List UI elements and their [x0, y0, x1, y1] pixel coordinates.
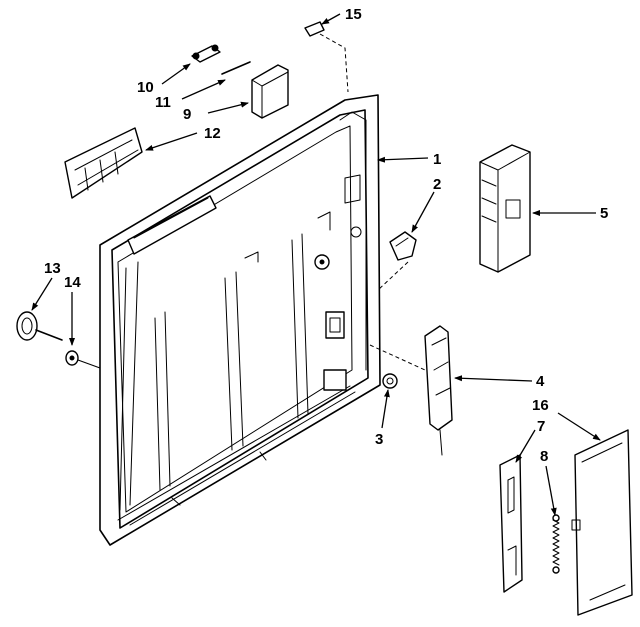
part-labels: 1 2 3 4 5 7 8 9 10 11 12 13 14 15 16	[44, 6, 608, 465]
label-part-12: 12	[204, 125, 221, 142]
label-part-10: 10	[137, 79, 154, 96]
label-part-13: 13	[44, 260, 61, 277]
label-part-16: 16	[532, 397, 549, 414]
part-15-screw	[304, 21, 349, 93]
label-part-4: 4	[536, 373, 545, 390]
label-part-14: 14	[64, 274, 81, 291]
parts-10-11-hardware	[191, 44, 251, 75]
part-16-cover	[571, 429, 633, 616]
label-part-15: 15	[345, 6, 362, 23]
leader-lines	[31, 13, 601, 516]
part-3-nut	[382, 373, 398, 389]
label-part-1: 1	[433, 151, 441, 168]
label-part-5: 5	[600, 205, 608, 222]
part-8-spring	[552, 514, 560, 574]
part-12-vent	[64, 127, 143, 199]
part-9-module	[251, 64, 289, 119]
label-part-3: 3	[375, 431, 383, 448]
part-2-clip	[377, 231, 417, 291]
part-14-washer	[65, 350, 101, 369]
label-part-9: 9	[183, 106, 191, 123]
door-panel	[99, 94, 381, 546]
label-part-11: 11	[155, 94, 171, 111]
part-4-latch	[369, 325, 453, 456]
part-7-bracket	[499, 454, 523, 593]
part-5-switch	[479, 144, 531, 273]
part-13-knob	[16, 311, 63, 341]
label-part-2: 2	[433, 176, 441, 193]
label-part-8: 8	[540, 448, 548, 465]
label-part-7: 7	[537, 418, 545, 435]
